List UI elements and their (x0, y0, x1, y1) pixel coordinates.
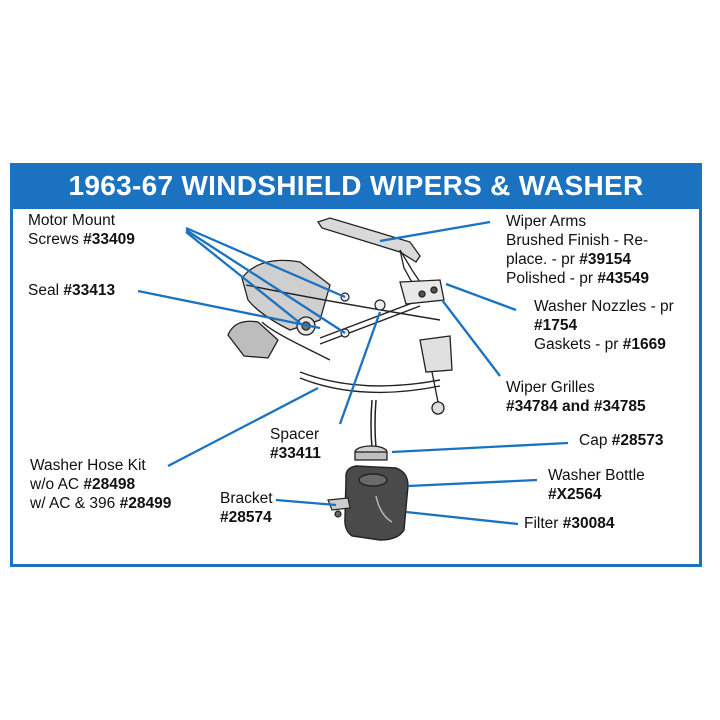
callout-text: Gaskets - pr (534, 336, 623, 353)
diagram-title: 1963-67 WINDSHIELD WIPERS & WASHER (68, 170, 644, 201)
callout-line: place. - pr #39154 (506, 250, 649, 269)
leader-lines (137, 220, 569, 526)
callout-filter: Filter #30084 (524, 514, 614, 533)
callout-line: w/o AC #28498 (30, 475, 171, 494)
callout-line: Spacer (270, 426, 320, 443)
part-number: #28573 (611, 432, 664, 449)
callout-line: Polished - pr #43549 (506, 269, 649, 288)
callout-wiper-arms: Wiper Arms Brushed Finish - Re- place. -… (506, 212, 649, 288)
title-banner: 1963-67 WINDSHIELD WIPERS & WASHER (10, 163, 702, 209)
wiper-motor-drawing (227, 259, 331, 361)
part-number: #43549 (597, 270, 650, 287)
callout-text: Filter (524, 515, 563, 532)
part-number: #28574 (220, 509, 272, 526)
part-number: #28499 (119, 495, 172, 512)
bottle-bracket-drawing (327, 497, 351, 518)
callout-washer-hose-kit: Washer Hose Kit w/o AC #28498 w/ AC & 39… (30, 456, 171, 513)
callout-seal: Seal #33413 (28, 281, 115, 300)
callout-text: Polished - pr (506, 270, 598, 287)
washer-hose-drawing (370, 399, 377, 449)
callout-line: #28574 (220, 508, 273, 527)
part-number: #X2564 (548, 486, 602, 503)
callout-washer-nozzles: Washer Nozzles - pr #1754 Gaskets - pr #… (534, 297, 674, 354)
callout-motor-mount-screws: Motor Mount Screws #33409 (28, 211, 135, 249)
callout-line: #1754 (534, 316, 674, 335)
part-number: #1754 (534, 317, 578, 334)
callout-text: w/o AC (30, 476, 84, 493)
callout-line: #33411 (270, 444, 321, 463)
callout-line: Gaskets - pr #1669 (534, 335, 674, 354)
callout-washer-bottle: Washer Bottle #X2564 (548, 466, 645, 504)
part-number: #30084 (562, 515, 615, 532)
callout-line: Washer Nozzles - pr (534, 298, 674, 315)
part-number: #34784 and #34785 (506, 398, 646, 415)
callout-line: #X2564 (548, 485, 645, 504)
callout-line: Motor Mount (28, 212, 116, 229)
part-number: #33409 (83, 231, 135, 248)
washer-cap-drawing (354, 445, 388, 461)
callout-text: w/ AC & 396 (30, 495, 120, 512)
callout-spacer: Spacer #33411 (270, 425, 321, 463)
part-number: #33413 (63, 282, 116, 299)
wiper-arm-drawing (316, 217, 421, 287)
callout-cap: Cap #28573 (579, 431, 663, 450)
part-number: #39154 (579, 251, 631, 268)
callout-line: Screws #33409 (28, 230, 135, 249)
callout-wiper-grilles: Wiper Grilles #34784 and #34785 (506, 378, 646, 416)
callout-line: Wiper Grilles (506, 379, 595, 396)
callout-text: Cap (579, 432, 612, 449)
washer-bottle-drawing (344, 465, 409, 541)
callout-line: #34784 and #34785 (506, 397, 646, 416)
callout-line: Wiper Arms (506, 213, 587, 230)
wiper-pivot-drawing (399, 279, 453, 415)
part-number: #28498 (83, 476, 136, 493)
part-number: #33411 (270, 445, 321, 462)
callout-bracket: Bracket #28574 (220, 489, 273, 527)
callout-line: Washer Hose Kit (30, 457, 146, 474)
callout-line: Brushed Finish - Re- (506, 232, 649, 249)
callout-line: Washer Bottle (548, 467, 645, 484)
callout-text: Screws (28, 231, 84, 248)
callout-text: Seal (28, 282, 64, 299)
callout-line: Bracket (220, 490, 273, 507)
callout-line: w/ AC & 396 #28499 (30, 494, 171, 513)
wiper-linkage-drawing (245, 284, 441, 394)
callout-text: place. - pr (506, 251, 580, 268)
part-number: #1669 (622, 336, 666, 353)
